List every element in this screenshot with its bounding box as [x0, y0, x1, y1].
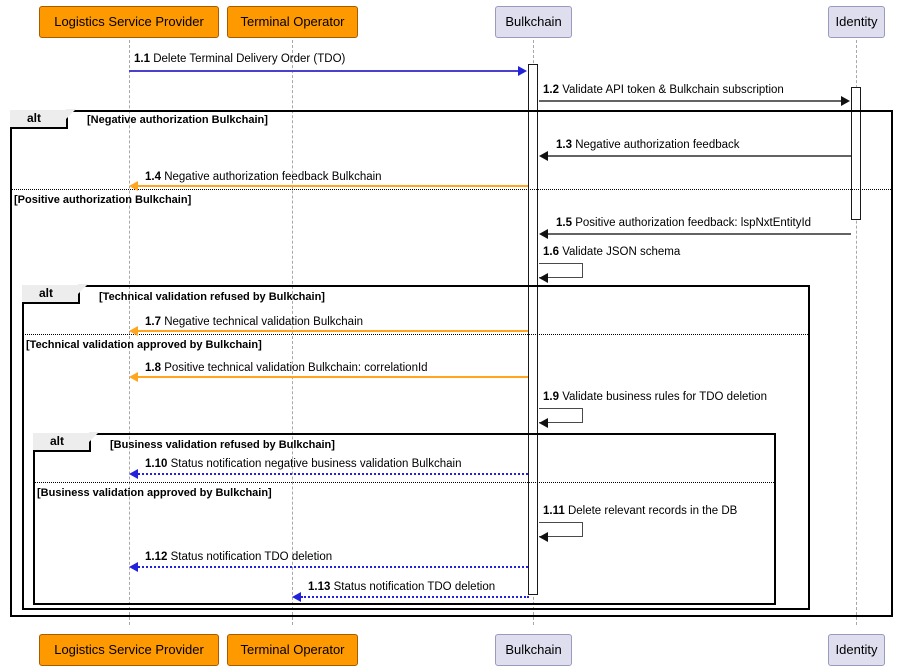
- message-1-1-label: 1.1 Delete Terminal Delivery Order (TDO): [134, 53, 345, 66]
- message-1-10-text: Status notification negative business va…: [170, 458, 462, 470]
- message-1-9-label: 1.9 Validate business rules for TDO dele…: [543, 391, 767, 404]
- message-1-1-line: [129, 70, 519, 72]
- fragment-authorization-guard-2: [Positive authorization Bulkchain]: [14, 194, 192, 206]
- message-1-8-number: 1.8: [145, 362, 161, 374]
- message-1-4-label: 1.4 Negative authorization feedback Bulk…: [145, 171, 382, 184]
- fragment-technical-validation-operator: alt: [22, 284, 90, 304]
- message-1-9-number: 1.9: [543, 391, 559, 403]
- participant-bulkchain-top[interactable]: Bulkchain: [495, 6, 572, 38]
- fragment-business-validation-divider: [33, 482, 776, 483]
- message-1-5-text: Positive authorization feedback: lspNxtE…: [575, 217, 812, 229]
- message-1-13-text: Status notification TDO deletion: [333, 581, 496, 593]
- message-1-7-arrowhead: [129, 326, 138, 336]
- message-1-13-label: 1.13 Status notification TDO deletion: [308, 581, 495, 594]
- participant-lsp-bottom[interactable]: Logistics Service Provider: [39, 634, 219, 666]
- message-1-2-line: [539, 100, 842, 102]
- message-1-8-label: 1.8 Positive technical validation Bulkch…: [145, 362, 428, 375]
- message-1-6-text: Validate JSON schema: [562, 246, 681, 258]
- fragment-authorization: [10, 110, 893, 617]
- message-1-6-label: 1.6 Validate JSON schema: [543, 246, 680, 259]
- fragment-technical-validation-divider: [22, 334, 810, 335]
- message-1-9-text: Validate business rules for TDO deletion: [562, 391, 767, 403]
- message-1-3-line: [548, 155, 851, 157]
- message-1-6-number: 1.6: [543, 246, 559, 258]
- message-1-4-line: [138, 185, 528, 187]
- participant-bulkchain-bottom[interactable]: Bulkchain: [495, 634, 572, 666]
- fragment-business-validation-guard-1: [Business validation refused by Bulkchai…: [110, 439, 335, 451]
- message-1-12-arrowhead: [129, 562, 138, 572]
- fragment-technical-validation-guard-2: [Technical validation approved by Bulkch…: [26, 339, 262, 351]
- message-1-3-label: 1.3 Negative authorization feedback: [556, 139, 740, 152]
- message-1-2-label: 1.2 Validate API token & Bulkchain subsc…: [543, 84, 784, 97]
- message-1-11-text: Delete relevant records in the DB: [567, 505, 738, 517]
- message-1-10-label: 1.10 Status notification negative busine…: [145, 458, 461, 471]
- message-1-5-number: 1.5: [556, 217, 572, 229]
- fragment-technical-validation: [22, 285, 810, 610]
- fragment-authorization-operator: alt: [10, 109, 78, 129]
- message-1-8-line: [138, 376, 528, 378]
- message-1-2-number: 1.2: [543, 84, 559, 96]
- message-1-9-arrowhead: [539, 418, 548, 428]
- fragment-authorization-guard-1: [Negative authorization Bulkchain]: [87, 114, 268, 126]
- message-1-2-arrowhead: [841, 96, 850, 106]
- lifeline-terminal: [292, 40, 293, 625]
- fragment-authorization-divider: [10, 189, 893, 190]
- message-1-4-arrowhead: [129, 181, 138, 191]
- message-1-12-number: 1.12: [145, 551, 168, 563]
- message-1-13-number: 1.13: [308, 581, 331, 593]
- message-1-4-number: 1.4: [145, 171, 161, 183]
- message-1-1-arrowhead: [518, 66, 527, 76]
- message-1-3-arrowhead: [539, 151, 548, 161]
- message-1-11-label: 1.11 Delete relevant records in the DB: [543, 505, 737, 518]
- participant-identity-top[interactable]: Identity: [828, 6, 885, 38]
- message-1-6-selfloop: [539, 263, 583, 278]
- message-1-3-text: Negative authorization feedback: [575, 139, 740, 151]
- activation-bulkchain: [528, 64, 538, 595]
- message-1-10-arrowhead: [129, 469, 138, 479]
- fragment-technical-validation-guard-1: [Technical validation refused by Bulkcha…: [99, 291, 325, 303]
- message-1-7-text: Negative technical validation Bulkchain: [164, 316, 364, 328]
- fragment-business-validation-operator: alt: [33, 432, 101, 452]
- message-1-7-label: 1.7 Negative technical validation Bulkch…: [145, 316, 363, 329]
- message-1-5-arrowhead: [539, 229, 548, 239]
- message-1-2-text: Validate API token & Bulkchain subscript…: [562, 84, 784, 96]
- participant-terminal-top[interactable]: Terminal Operator: [227, 6, 358, 38]
- message-1-8-arrowhead: [129, 372, 138, 382]
- activation-identity: [851, 87, 861, 220]
- message-1-13-line: [301, 596, 529, 598]
- message-1-9-selfloop: [539, 408, 583, 423]
- message-1-7-number: 1.7: [145, 316, 161, 328]
- message-1-5-line: [548, 233, 851, 235]
- fragment-business-validation-guard-2: [Business validation approved by Bulkcha…: [37, 487, 272, 499]
- message-1-12-line: [138, 566, 528, 568]
- message-1-6-arrowhead: [539, 273, 548, 283]
- message-1-3-number: 1.3: [556, 139, 572, 151]
- message-1-10-number: 1.10: [145, 458, 168, 470]
- message-1-10-line: [138, 473, 528, 475]
- message-1-11-selfloop: [539, 522, 583, 537]
- message-1-11-arrowhead: [539, 532, 548, 542]
- fragment-business-validation: [33, 433, 776, 605]
- participant-identity-bottom[interactable]: Identity: [828, 634, 885, 666]
- lifeline-identity: [856, 40, 857, 625]
- message-1-12-text: Status notification TDO deletion: [170, 551, 333, 563]
- message-1-1-number: 1.1: [134, 53, 150, 65]
- message-1-11-number: 1.11: [543, 505, 565, 517]
- message-1-13-arrowhead: [292, 592, 301, 602]
- message-1-4-text: Negative authorization feedback Bulkchai…: [164, 171, 382, 183]
- message-1-7-line: [138, 330, 528, 332]
- message-1-8-text: Positive technical validation Bulkchain:…: [164, 362, 428, 374]
- message-1-12-label: 1.12 Status notification TDO deletion: [145, 551, 332, 564]
- message-1-1-text: Delete Terminal Delivery Order (TDO): [153, 53, 346, 65]
- participant-lsp-top[interactable]: Logistics Service Provider: [39, 6, 219, 38]
- participant-terminal-bottom[interactable]: Terminal Operator: [227, 634, 358, 666]
- message-1-5-label: 1.5 Positive authorization feedback: lsp…: [556, 217, 811, 230]
